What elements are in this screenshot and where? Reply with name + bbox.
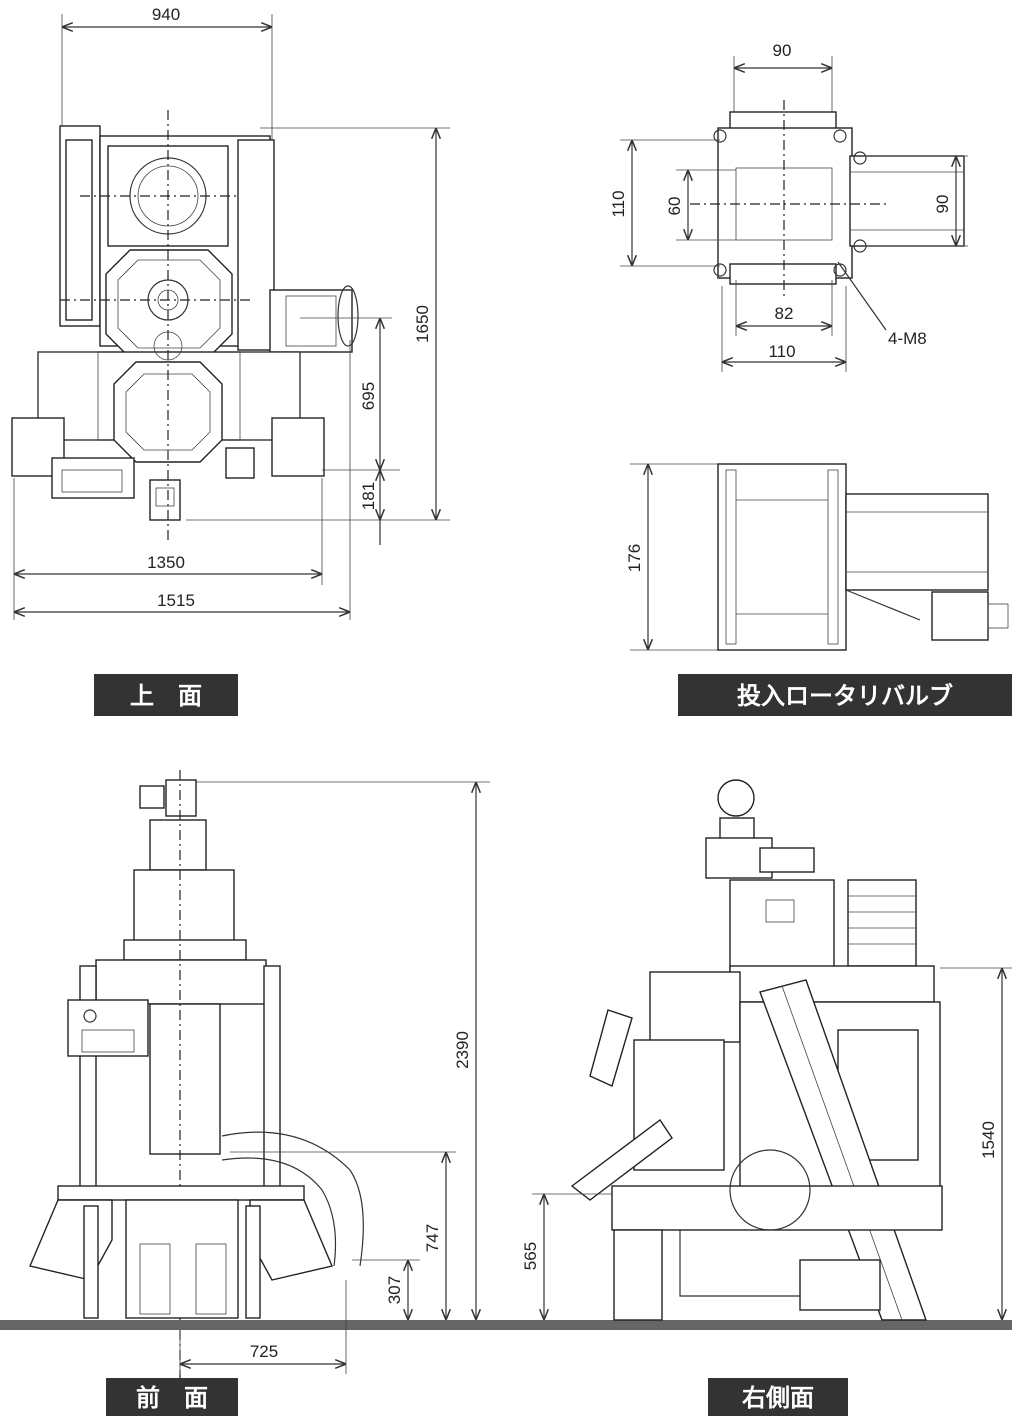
- right-dim-height-565: 565: [521, 1242, 540, 1270]
- front-dim-offset-725: 725: [250, 1342, 278, 1361]
- top-dim-width-1515: 1515: [157, 591, 195, 610]
- top-dim-height-181: 181: [359, 482, 378, 510]
- front-view-label-badge: [106, 1378, 238, 1416]
- valve-dim-inner-82: 82: [775, 304, 794, 323]
- right-dim-height-1540: 1540: [979, 1121, 998, 1159]
- valve-dim-top-90: 90: [773, 41, 792, 60]
- valve-plan-drawing: [620, 56, 968, 372]
- valve-dim-side-176: 176: [625, 544, 644, 572]
- valve-label: 投入ロータリバルブ: [737, 682, 953, 710]
- right-view-label-badge: [708, 1378, 848, 1416]
- valve-dim-right-90: 90: [933, 195, 952, 214]
- front-view-label: 前 面: [136, 1384, 208, 1412]
- valve-dim-left-110: 110: [609, 190, 628, 217]
- valve-side-drawing: [630, 463, 1009, 651]
- top-view-label: 上 面: [130, 682, 202, 710]
- valve-label-badge: [678, 674, 1012, 716]
- top-dim-width-940: 940: [152, 5, 180, 24]
- front-dim-height-2390: 2390: [453, 1031, 472, 1069]
- top-dim-width-1350: 1350: [147, 553, 185, 572]
- top-dim-height-1650: 1650: [413, 305, 432, 343]
- right-side-view-drawing: [532, 779, 1012, 1321]
- top-dim-height-695: 695: [359, 382, 378, 410]
- front-dim-height-307: 307: [385, 1276, 404, 1304]
- valve-dim-outer-110: 110: [768, 342, 795, 361]
- top-view-drawing: [11, 14, 450, 620]
- front-view-drawing: [0, 770, 1012, 1380]
- valve-bolt-callout: 4-M8: [888, 329, 927, 348]
- front-dim-height-747: 747: [423, 1224, 442, 1252]
- top-view-label-badge: [94, 674, 238, 716]
- right-view-label: 右側面: [742, 1384, 814, 1412]
- valve-dim-inner-60: 60: [665, 197, 684, 216]
